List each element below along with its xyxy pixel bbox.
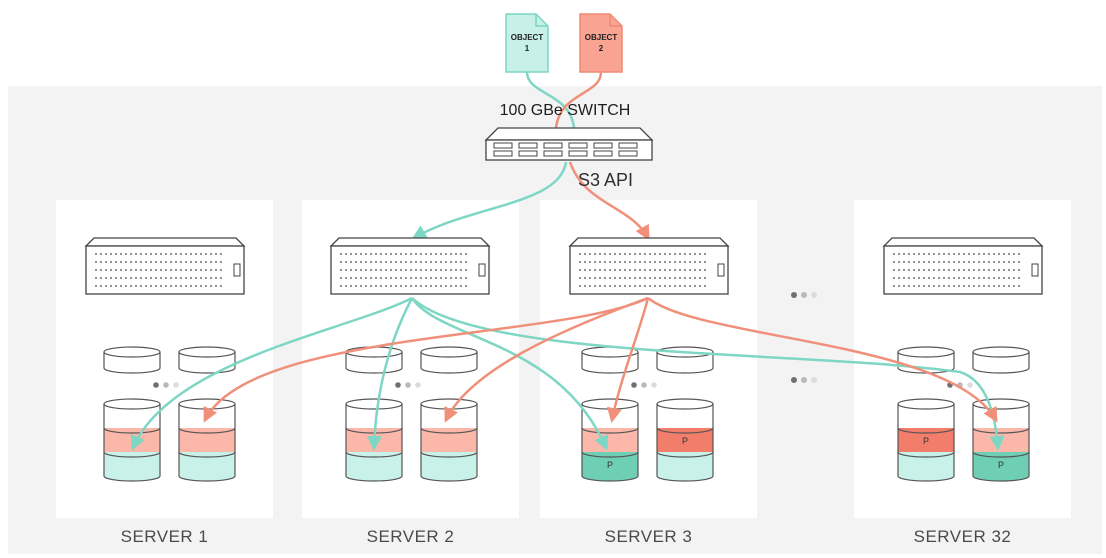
object-1-document: OBJECT 1 bbox=[505, 13, 549, 73]
object-2-title: OBJECT bbox=[585, 33, 618, 42]
svg-text:P: P bbox=[607, 460, 613, 470]
svg-text:P: P bbox=[998, 460, 1004, 470]
switch-to-server-3-line bbox=[568, 161, 650, 241]
object-1-title: OBJECT bbox=[511, 33, 544, 42]
switch-to-server-2-line bbox=[411, 161, 568, 240]
network-switch bbox=[484, 127, 654, 161]
svg-text:P: P bbox=[682, 436, 688, 446]
server-1-chassis bbox=[84, 237, 246, 295]
switch-label: 100 GBe SWITCH bbox=[499, 102, 631, 119]
object-1-to-switch-line bbox=[525, 71, 576, 129]
server-32-drives: PP bbox=[897, 346, 1030, 482]
server-3-drives: PP bbox=[581, 346, 714, 482]
object-2-to-switch-line bbox=[554, 71, 603, 129]
s3-api-label: S3 API bbox=[578, 170, 634, 190]
server-2-label: SERVER 2 bbox=[366, 527, 455, 546]
object-2-document: OBJECT 2 bbox=[579, 13, 623, 73]
object-1-number: 1 bbox=[525, 44, 530, 53]
salmon-distribution-lines bbox=[203, 296, 998, 423]
object-2-number: 2 bbox=[599, 44, 604, 53]
svg-text:P: P bbox=[923, 436, 929, 446]
server-3-label: SERVER 3 bbox=[604, 527, 693, 546]
server-32-label: SERVER 32 bbox=[913, 527, 1012, 546]
server-32-chassis bbox=[882, 237, 1044, 295]
server-2-drives bbox=[345, 346, 478, 482]
server-2-chassis bbox=[329, 237, 491, 295]
server-3-chassis bbox=[568, 237, 730, 295]
more-servers-ellipsis bbox=[791, 292, 817, 383]
server-1-drives bbox=[103, 346, 236, 482]
server-1-label: SERVER 1 bbox=[120, 527, 209, 546]
